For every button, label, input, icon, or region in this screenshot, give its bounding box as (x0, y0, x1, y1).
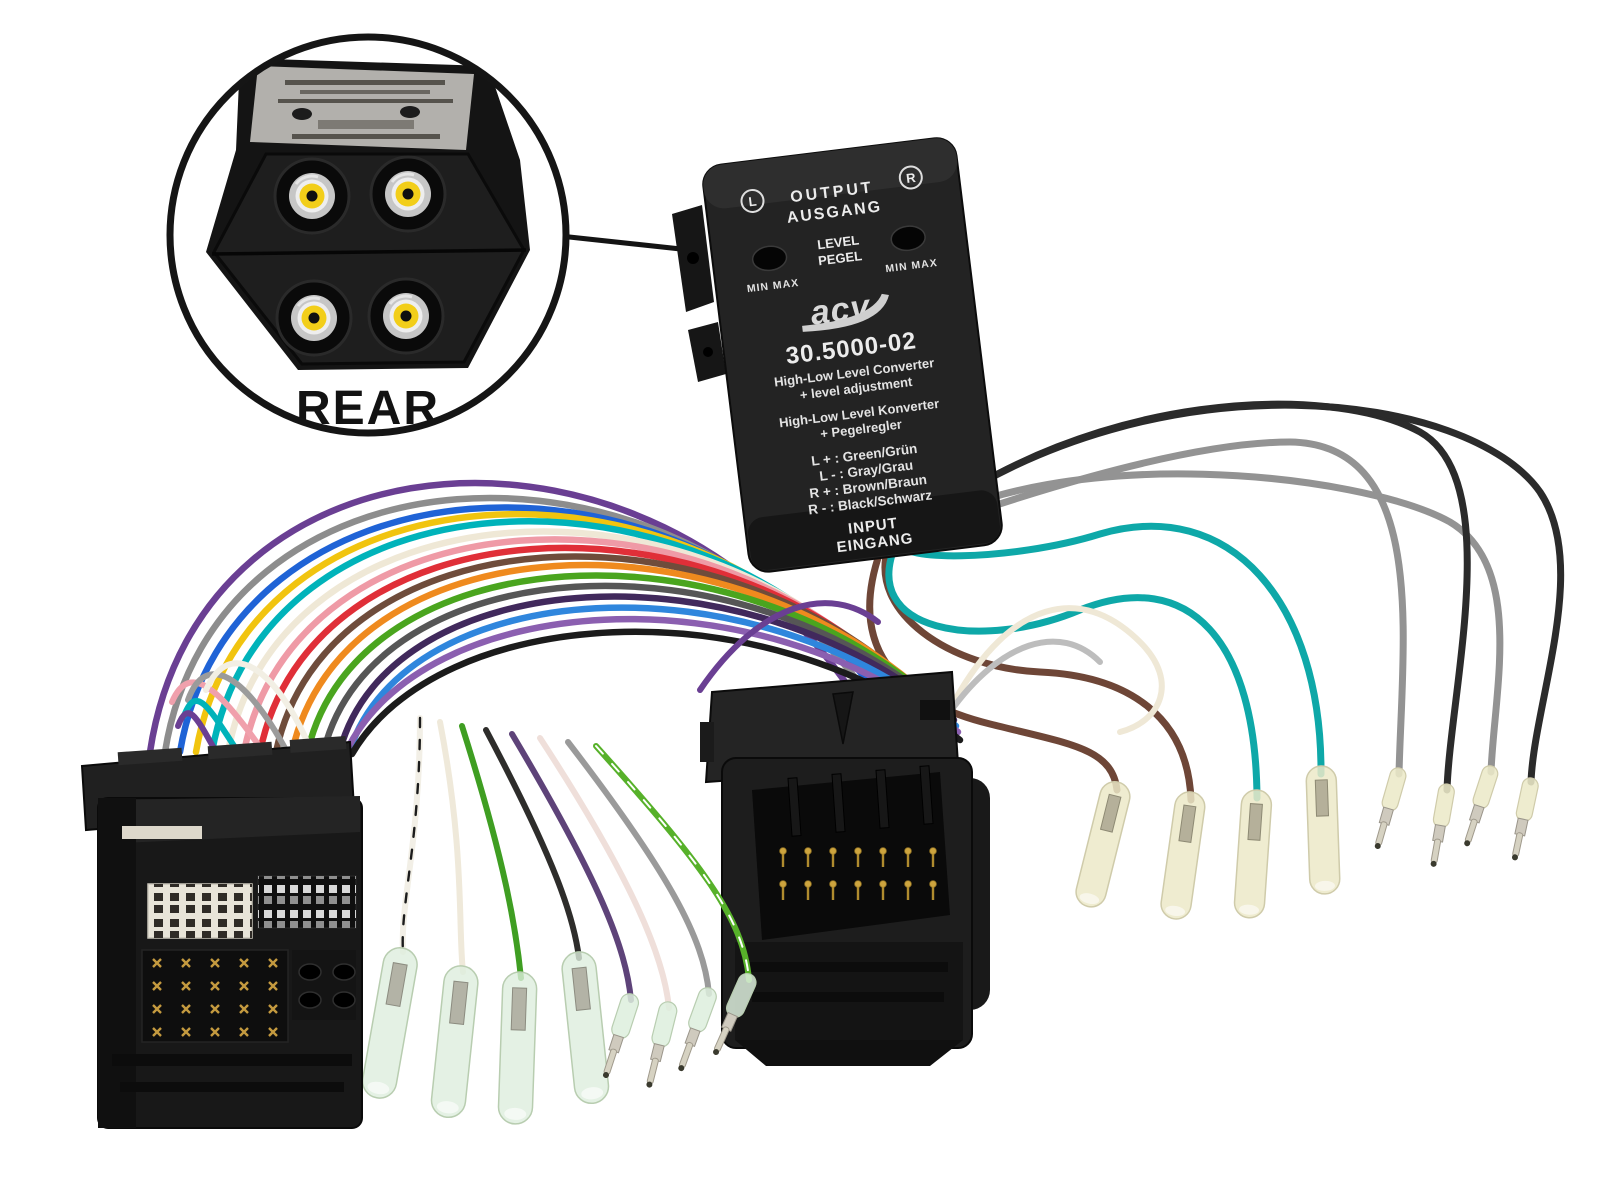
wire-teal-2 (897, 522, 1325, 778)
stray-wire (181, 698, 241, 755)
center-wire (509, 731, 634, 1003)
rca-jack-rear-left (275, 279, 353, 357)
wire-black-1 (916, 400, 1471, 794)
male-lower-band (735, 942, 963, 1040)
female-terminal (1075, 780, 1131, 908)
female-terminal (497, 971, 538, 1125)
pegel-label: PEGEL (817, 248, 863, 268)
female-terminal (361, 947, 418, 1099)
level-adjuster-right[interactable] (890, 224, 927, 252)
male-key-notch (832, 691, 854, 745)
female-terminal (430, 965, 479, 1119)
quadlock-male-connector (700, 670, 990, 1066)
rear-view-inset: REAR (166, 33, 691, 437)
center-wire-stripe (595, 745, 750, 981)
wiring-harness (146, 479, 1165, 758)
wire-brown-1 (866, 548, 1121, 794)
stray-wire (175, 710, 219, 755)
level-adjuster-left[interactable] (751, 244, 788, 272)
rca-jack-front-left (273, 157, 351, 235)
center-wire (437, 719, 466, 975)
inset-circle-border (166, 33, 570, 437)
harness-wire (346, 604, 960, 754)
female-terminal (1160, 791, 1206, 920)
loop-wire (697, 600, 881, 693)
male-bottom-edge (735, 1040, 963, 1066)
male-terminal (678, 987, 717, 1072)
male-terminal (1374, 767, 1407, 850)
wire-gray-2 (911, 470, 1504, 776)
female-terminal (561, 951, 610, 1105)
male-terminal (1464, 765, 1499, 847)
female-latch-ribs (117, 736, 347, 766)
left-channel-ring (740, 188, 765, 213)
stray-wire (185, 671, 289, 753)
input-label: INPUT (847, 515, 899, 538)
loop-wire (947, 638, 1103, 715)
female-oval-block (292, 950, 356, 1020)
harness-wire (336, 593, 958, 754)
female-terminal (1233, 789, 1273, 919)
center-wire (399, 715, 423, 955)
inset-pointer-line (559, 233, 691, 253)
male-terminal (713, 972, 757, 1055)
converter-bottom-shadow (748, 490, 1000, 570)
level-converter-box: L OUTPUT R AUSGANG LEVEL PEGEL MIN MAX M… (672, 137, 1003, 573)
stray-wire (203, 660, 313, 751)
center-wire (537, 735, 672, 1011)
converter-top-face (703, 138, 958, 209)
rear-top-label (250, 66, 474, 150)
male-cavity-ribs (787, 765, 934, 837)
male-terminal (1511, 777, 1539, 861)
center-wire-stripe (401, 716, 422, 954)
quadlock-female-connector (80, 736, 363, 1129)
output-terminals (1075, 765, 1539, 920)
female-white-sliver (122, 826, 202, 839)
harness-wire (342, 615, 962, 756)
harness-wire (320, 582, 954, 754)
rca-jack-rear-right (367, 277, 445, 355)
center-wire (483, 727, 582, 961)
loop-wire (952, 605, 1165, 735)
harness-gap-loops (697, 600, 1165, 735)
male-terminal (646, 1001, 678, 1088)
right-channel-ring (898, 165, 923, 190)
wire-gray-1 (906, 438, 1407, 778)
inset-contents: REAR (206, 58, 530, 433)
right-channel-label: R (905, 170, 917, 186)
level-label: LEVEL (816, 232, 859, 252)
left-channel-label: L (748, 194, 758, 210)
center-wires (399, 715, 752, 1011)
harness-wire (304, 572, 950, 754)
wire-black-2 (921, 401, 1565, 786)
female-terminal (1305, 765, 1341, 895)
rear-face-seam (211, 248, 527, 256)
harness-stray-wires (169, 660, 313, 755)
center-wire (459, 723, 524, 981)
rca-jack-front-right (369, 155, 447, 233)
center-terminals (361, 947, 757, 1125)
male-terminal (602, 993, 640, 1079)
acv-logo-swoosh-icon (802, 293, 889, 332)
center-wire (565, 739, 712, 997)
male-gold-pins (774, 842, 944, 908)
male-terminal (1430, 783, 1455, 867)
